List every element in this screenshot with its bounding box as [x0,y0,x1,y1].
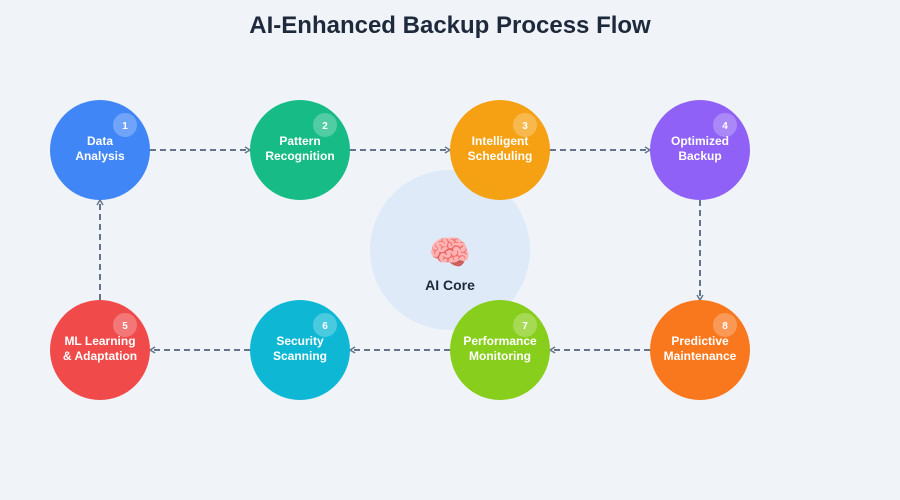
step-label-line: Maintenance [664,349,737,363]
step-label-line: & Adaptation [63,349,137,363]
brain-icon: 🧠 [429,234,471,272]
step-label-line: ML Learning [64,334,135,348]
step-label-line: Scanning [273,349,327,363]
step-circle [650,100,750,200]
ai-core: 🧠 AI Core [370,170,530,330]
step-number-badge [313,313,337,337]
step-number: 2 [322,121,328,132]
ai-core-circle [370,170,530,330]
step-number: 6 [322,321,328,332]
step-label-line: Predictive [671,334,729,348]
step-label-line: Recognition [265,149,334,163]
diagram-title: AI-Enhanced Backup Process Flow [249,12,651,39]
step-label-line: Pattern [279,134,320,148]
step-circle [450,300,550,400]
step-circle [50,100,150,200]
step-circle [450,100,550,200]
step-number-badge [713,113,737,137]
step-label-line: Security [276,334,324,348]
step-number: 3 [522,121,528,132]
step-node-ml-learning-and-adaptation: 5 ML Learning& Adaptation [50,300,150,400]
step-number-badge [113,113,137,137]
step-label-line: Performance [463,334,537,348]
step-number: 4 [722,121,728,132]
step-number-badge [513,313,537,337]
step-label-line: Monitoring [469,349,531,363]
step-number: 1 [122,121,128,132]
ai-core-label: AI Core [425,277,475,293]
step-circle [50,300,150,400]
step-number-badge [313,113,337,137]
step-number-badge [513,113,537,137]
step-label-line: Analysis [75,149,125,163]
step-label-line: Backup [678,149,721,163]
step-label-line: Intelligent [472,134,529,148]
step-number-badge [713,313,737,337]
step-number: 7 [522,321,528,332]
step-label-line: Data [87,134,113,148]
step-label-line: Optimized [671,134,729,148]
step-circle [250,100,350,200]
step-number: 5 [122,321,128,332]
step-number: 8 [722,321,728,332]
step-circle [650,300,750,400]
connectors [96,146,704,354]
step-circle [250,300,350,400]
step-label-line: Scheduling [468,149,533,163]
step-number-badge [113,313,137,337]
